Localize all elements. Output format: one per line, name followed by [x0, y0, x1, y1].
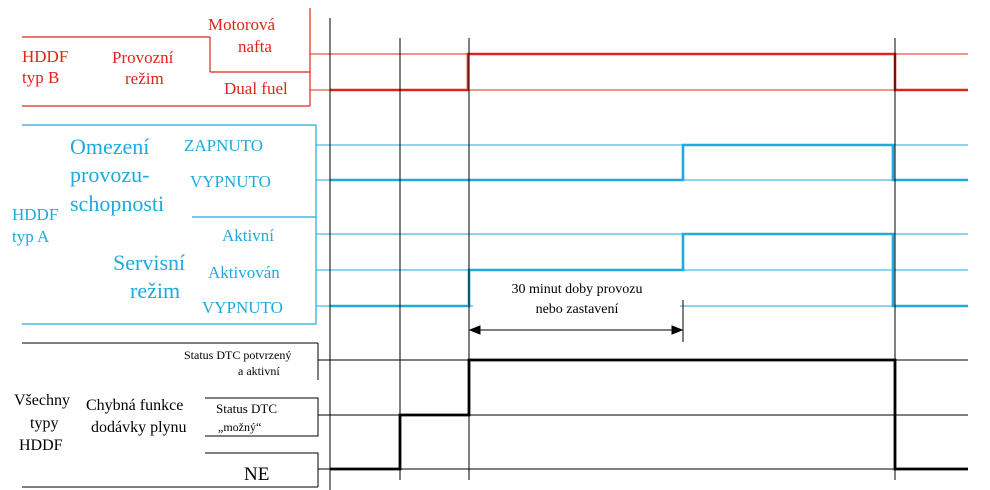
hddf-b-sub-label-1: Provozní: [112, 48, 174, 67]
annotation-box: [473, 277, 680, 319]
all-types-group-label-2: typy: [30, 415, 58, 432]
state-no: NE: [244, 464, 269, 485]
omezeni-signal: [330, 143, 968, 182]
omezeni-label-3: schopnosti: [70, 191, 164, 216]
state-possible-1: Status DTC: [216, 401, 277, 416]
all-types-group-label-3: HDDF: [19, 437, 63, 454]
all-types-sub-label-1: Chybná funkce: [86, 397, 183, 414]
no-bracket: [205, 452, 319, 487]
servis-state-activated: Aktivován: [208, 263, 280, 282]
omezeni-state-on: ZAPNUTO: [184, 136, 263, 155]
all-types-sub-label-2: dodávky plynu: [91, 419, 187, 436]
hddf-b-signal: [330, 52, 968, 92]
omezeni-label-1: Omezení: [70, 134, 149, 159]
hddf-b-state-dual: Dual fuel: [224, 79, 288, 98]
annotation-line-1: 30 minut doby provozu: [511, 282, 642, 297]
hddf-b-group-label-2: typ B: [22, 68, 59, 87]
state-confirmed-1: Status DTC potvrzený: [184, 348, 291, 362]
hddf-b-labels: HDDF typ B Provozní režim Motorová nafta…: [22, 15, 288, 98]
duration-arrow-head-right: [671, 325, 684, 335]
hddf-b-group-label-1: HDDF: [22, 47, 68, 66]
annotation-line-2: nebo zastavení: [536, 302, 619, 317]
hddf-b-section: [22, 8, 311, 107]
all-types-section: [22, 342, 319, 488]
servis-label-2: režim: [130, 278, 180, 303]
time-markers: [329, 18, 896, 490]
servis-label-1: Servisní: [113, 250, 185, 275]
servis-state-active: Aktivní: [222, 226, 274, 245]
possible-bracket: [205, 397, 319, 437]
duration-arrow: [468, 300, 684, 342]
hddf-a-section: [22, 124, 317, 325]
hddf-b-sub-label-2: režim: [125, 69, 164, 88]
hddf-a-labels: HDDF typ A Omezení provozu- schopnosti S…: [12, 134, 283, 317]
state-possible-2: „možný“: [218, 420, 261, 434]
omezeni-label-2: provozu-: [70, 162, 149, 187]
hddf-b-state-motor-2: nafta: [238, 37, 272, 56]
duration-arrow-head-left: [468, 325, 481, 335]
servis-state-off: VYPNUTO: [202, 298, 283, 317]
hddf-b-state-motor-1: Motorová: [208, 15, 276, 34]
hddf-a-group-label-2: typ A: [12, 227, 50, 246]
hddf-a-group-label-1: HDDF: [12, 205, 58, 224]
all-types-group-label-1: Všechny: [14, 392, 70, 409]
state-confirmed-2: a aktivní: [238, 364, 280, 378]
all-types-labels: Všechny typy HDDF Chybná funkce dodávky …: [14, 348, 291, 485]
annotation-text: 30 minut doby provozu nebo zastavení: [511, 282, 642, 317]
omezeni-state-off: VYPNUTO: [190, 172, 271, 191]
